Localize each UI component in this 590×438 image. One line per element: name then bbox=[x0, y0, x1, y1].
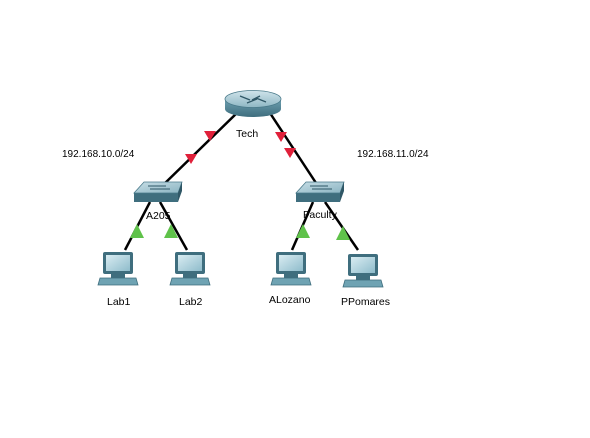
network-label-right: 192.168.11.0/24 bbox=[357, 149, 429, 160]
pc-icon bbox=[342, 254, 384, 288]
switch-label: A205 bbox=[146, 210, 171, 222]
pc-label: Lab1 bbox=[107, 296, 131, 308]
link-down-indicator bbox=[185, 154, 197, 164]
link-down-indicator bbox=[284, 148, 296, 158]
cable-a205-to-lab2[interactable] bbox=[158, 201, 189, 251]
link-up-indicator bbox=[296, 224, 310, 238]
pc-alozano[interactable]: ALozano bbox=[269, 252, 312, 306]
pc-label: ALozano bbox=[269, 294, 311, 306]
pc-icon bbox=[270, 252, 312, 286]
link-up-indicator bbox=[130, 224, 144, 238]
router-tech[interactable]: Tech bbox=[224, 90, 282, 141]
link-status-down bbox=[185, 131, 296, 164]
link-up-indicator bbox=[336, 226, 350, 240]
link-down-indicator bbox=[204, 131, 216, 141]
switch-icon bbox=[295, 181, 345, 202]
pc-icon bbox=[97, 252, 139, 286]
link-status-up bbox=[130, 224, 350, 240]
pc-label: Lab2 bbox=[179, 296, 203, 308]
router-icon bbox=[224, 90, 282, 117]
link-up-indicator bbox=[164, 224, 178, 238]
pc-label: PPomares bbox=[341, 296, 390, 308]
router-label: Tech bbox=[236, 128, 258, 140]
switch-label: Faculty bbox=[303, 209, 338, 221]
switch-a205[interactable]: A205 bbox=[133, 181, 183, 222]
network-label-left: 192.168.10.0/24 bbox=[62, 149, 135, 160]
pc-lab2[interactable]: Lab2 bbox=[169, 252, 211, 308]
cable-faculty-to-ppomares[interactable] bbox=[323, 201, 360, 251]
switch-faculty[interactable]: Faculty bbox=[295, 181, 345, 221]
cable-router-to-a205[interactable] bbox=[159, 109, 241, 189]
pc-lab1[interactable]: Lab1 bbox=[97, 252, 139, 308]
pc-ppomares[interactable]: PPomares bbox=[341, 254, 390, 308]
pc-icon bbox=[169, 252, 211, 286]
link-down-indicator bbox=[275, 132, 287, 142]
switch-icon bbox=[133, 181, 183, 202]
